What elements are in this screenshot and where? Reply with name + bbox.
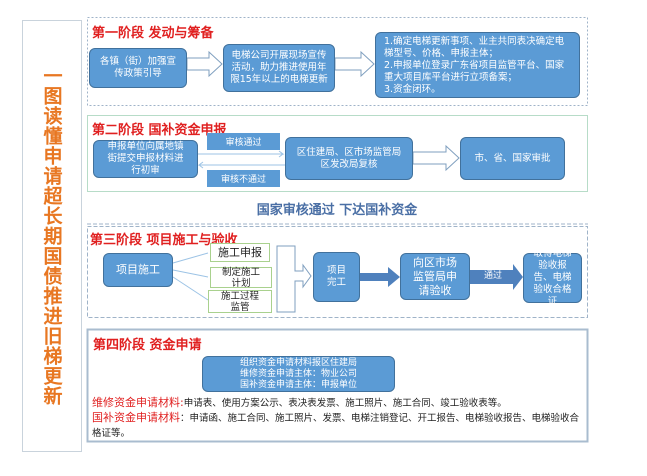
stage1-box-publicity: 各镇（街）加强宣传政策引导 xyxy=(89,48,187,88)
bracket-arrow xyxy=(276,245,312,313)
stage3-box-done: 项目完工 xyxy=(313,252,360,302)
task-supervise: 施工过程监管 xyxy=(208,290,272,313)
stage2-title: 第二阶段 国补资金申报 xyxy=(92,123,227,138)
stage1-box-steps: 1.确定电梯更新事项、业主共同表决确定电梯型号、价格、申报主体； 2.申报单位登… xyxy=(375,32,580,98)
repair-text: 申请表、使用方案公示、表决表发票、施工照片、施工合同、竣工验收表等。 xyxy=(183,398,507,409)
box-line-1: 组织资金申请材料报区住建局 xyxy=(239,357,357,368)
label-fail: 审核不通过 xyxy=(207,170,280,187)
main-title: 一图读懂申请超长期国债推进旧梯更新 xyxy=(40,66,63,406)
subsidy-text: ：申请函、施工合同、施工照片、发票、电梯注销登记、开工报告、电梯验收报告、电梯验… xyxy=(92,413,580,439)
repair-label: 维修资金申请材料: xyxy=(92,396,184,409)
task-plan: 制定施工计划 xyxy=(210,267,272,289)
arrow-1 xyxy=(186,50,223,78)
task-branches xyxy=(172,252,209,301)
stage1-title: 第一阶段 发动与筹备 xyxy=(92,26,214,41)
box-line-3: 国补资金申请主体：申报单位 xyxy=(239,379,357,390)
repair-materials: 维修资金申请材料:申请表、使用方案公示、表决表发票、施工照片、施工合同、竣工验收… xyxy=(92,395,582,411)
stage3-border xyxy=(87,226,588,318)
box-line-2: 维修资金申请主体：物业公司 xyxy=(239,368,357,379)
arrow-pass xyxy=(198,150,285,158)
stage3-title: 第三阶段 项目施工与验收 xyxy=(90,233,238,248)
subsidy-materials: 国补资金申请材料：申请函、施工合同、施工照片、发票、电梯注销登记、开工报告、电梯… xyxy=(92,410,582,441)
stage2-box-review: 区住建局、区市场监管局区发改局复核 xyxy=(285,137,413,180)
stage3-box-start: 项目施工 xyxy=(103,253,173,287)
step-3: 3.资金闭环。 xyxy=(384,84,441,95)
arrow-fail xyxy=(197,161,285,169)
title-panel: 一图读懂申请超长期国债推进旧梯更新 xyxy=(22,20,82,452)
stage1-box-company: 电梯公司开展现场宣传活动，助力推进使用年限15年以上的电梯更新 xyxy=(223,44,335,92)
arrow-5 xyxy=(470,264,523,290)
arrow-4 xyxy=(360,267,400,287)
stage2-border xyxy=(87,115,588,192)
task-declare: 施工申报 xyxy=(210,243,270,262)
subsidy-label: 国补资金申请材料 xyxy=(92,411,180,424)
stage4-title: 第四阶段 资金申请 xyxy=(93,338,202,353)
banner: 国家审核通过 下达国补资金 xyxy=(256,203,418,218)
step-1: 1.确定电梯更新事项、业主共同表决确定电梯型号、价格、申报主体； xyxy=(384,36,565,59)
arrow-2 xyxy=(334,50,375,78)
stage3-box-result: 取得电梯验收报告、电梯验收合格证 xyxy=(523,248,582,307)
stage4-box: 组织资金申请材料报区住建局 维修资金申请主体：物业公司 国补资金申请主体：申报单… xyxy=(202,356,395,392)
label-pass: 审核通过 xyxy=(207,133,280,150)
stage2-box-approval: 市、省、国家审批 xyxy=(460,137,565,180)
stage4-border xyxy=(86,328,589,443)
label-passed: 通过 xyxy=(483,271,502,281)
stage3-box-apply: 向区市场监管局申请验收 xyxy=(400,253,470,300)
step-2: 2.申报单位登录广东省项目监管平台、国家重大项目库平台进行立项备案； xyxy=(384,60,565,83)
stage1-border xyxy=(87,17,588,106)
stage2-box-submit: 申报单位向属地镇街提交申报材料进行初审 xyxy=(93,140,198,178)
arrow-3 xyxy=(412,144,460,172)
